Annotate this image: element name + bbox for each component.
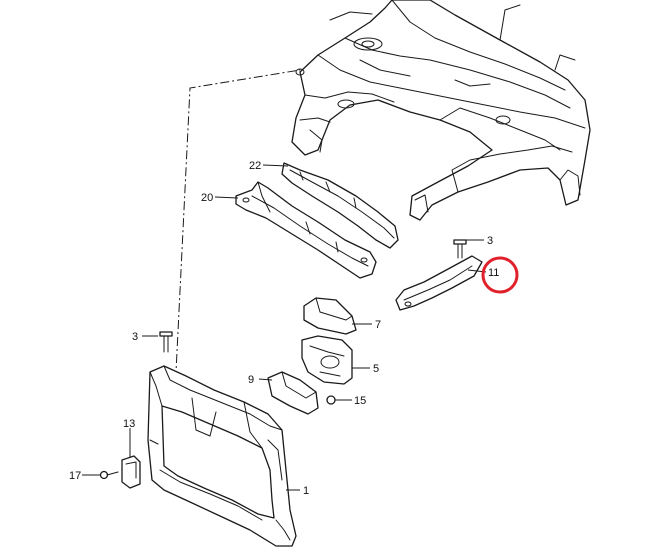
screw-part-3-upper [453,239,467,259]
callout-17: 17 [69,470,81,482]
air-duct-part-5 [301,335,353,385]
callout-7: 7 [375,319,381,331]
screw-part-17 [99,470,119,480]
highlight-circle [481,256,519,294]
callout-22: 22 [249,160,261,172]
bracket-part-11 [395,255,483,311]
bracket-part-13 [121,455,141,489]
callout-3-upper: 3 [487,235,493,247]
callout-11: 11 [488,267,499,279]
front-body-structure [291,0,591,221]
screw-part-15 [326,395,343,405]
callout-20: 20 [201,192,213,204]
callout-3-lower: 3 [132,331,138,343]
callout-9: 9 [248,374,254,386]
air-guide-part-9 [267,371,319,415]
callout-labels: 22 20 3 11 7 5 9 15 3 13 17 1 [69,160,499,497]
leader-lines [82,164,487,491]
callout-5: 5 [373,363,379,375]
callout-13: 13 [123,418,135,430]
air-guide-part-7 [303,297,357,335]
lock-carrier-part-20 [235,181,377,279]
callout-1: 1 [303,485,309,497]
lock-carrier-frame-part-1 [147,365,297,547]
screw-part-3-lower [159,331,173,353]
upper-tie-bar-part-22 [281,162,399,249]
callout-15: 15 [354,395,366,407]
